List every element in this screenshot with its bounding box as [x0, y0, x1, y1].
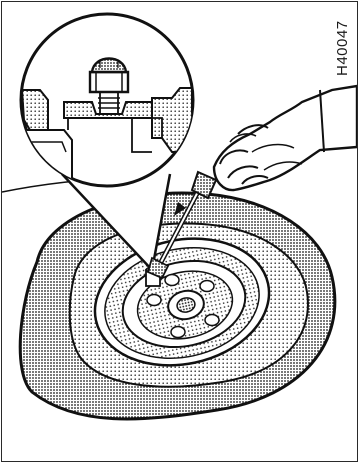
figure-code-label: H40047: [334, 20, 351, 76]
hand-icon: [214, 86, 357, 190]
lug-nut-icon: [21, 14, 193, 192]
